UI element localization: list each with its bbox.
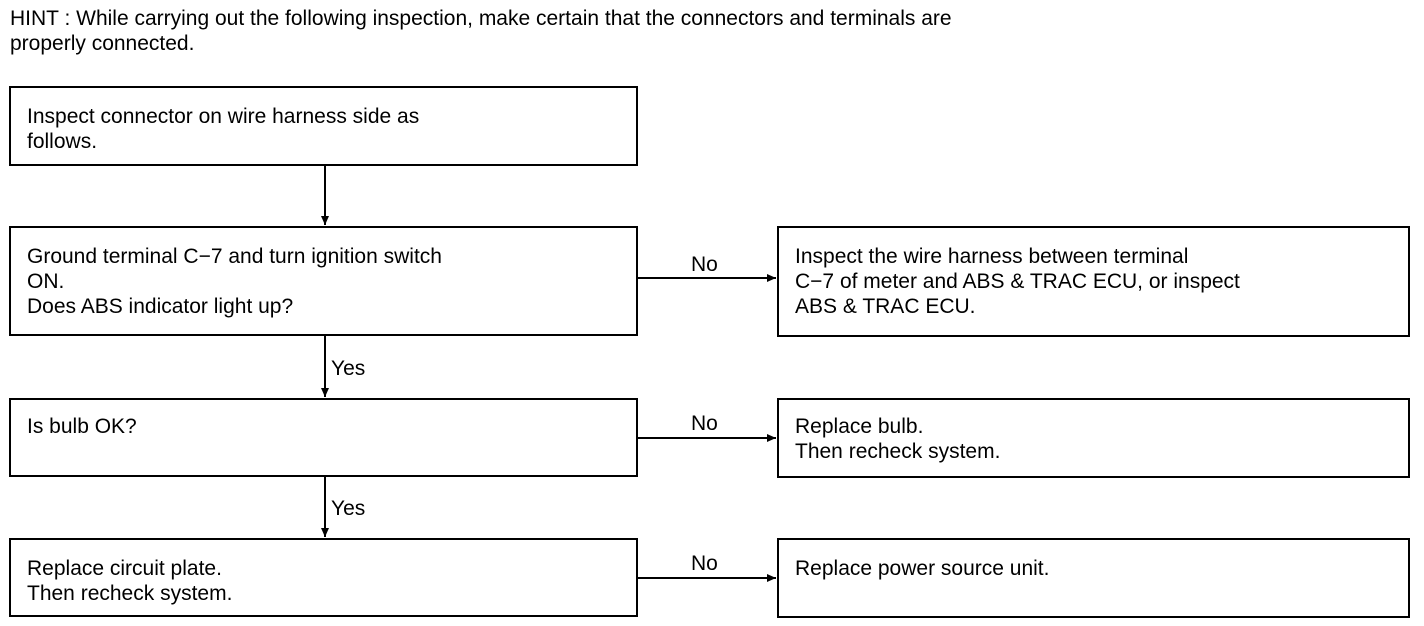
step-2-box: Ground terminal C−7 and turn ignition sw… bbox=[9, 226, 638, 336]
action-2-box: Inspect the wire harness between termina… bbox=[777, 226, 1410, 337]
step-4-line-2: Then recheck system. bbox=[27, 582, 233, 605]
no-label-step-4: No bbox=[691, 552, 718, 575]
step-3-line-1: Is bulb OK? bbox=[27, 415, 137, 438]
step-2-line-2: ON. bbox=[27, 270, 65, 293]
step-2-line-3: Does ABS indicator light up? bbox=[27, 295, 294, 318]
step-2-line-1: Ground terminal C−7 and turn ignition sw… bbox=[27, 245, 442, 268]
step-1-line-1: Inspect connector on wire harness side a… bbox=[27, 105, 420, 128]
action-4-box: Replace power source unit. bbox=[777, 538, 1410, 618]
action-4-line-1: Replace power source unit. bbox=[795, 557, 1050, 580]
no-label-step-2: No bbox=[691, 253, 718, 276]
step-4-box: Replace circuit plate. Then recheck syst… bbox=[9, 538, 638, 617]
step-4-line-1: Replace circuit plate. bbox=[27, 557, 222, 580]
action-2-line-1: Inspect the wire harness between termina… bbox=[795, 245, 1189, 268]
yes-label-step-2: Yes bbox=[331, 357, 366, 380]
step-1-line-2: follows. bbox=[27, 130, 98, 153]
action-3-box: Replace bulb. Then recheck system. bbox=[777, 398, 1410, 478]
step-1-box: Inspect connector on wire harness side a… bbox=[9, 86, 638, 166]
action-2-line-2: C−7 of meter and ABS & TRAC ECU, or insp… bbox=[795, 270, 1240, 293]
hint-line-1: HINT : While carrying out the following … bbox=[10, 7, 952, 30]
step-3-box: Is bulb OK? bbox=[9, 398, 638, 477]
action-3-line-1: Replace bulb. bbox=[795, 415, 924, 438]
action-2-line-3: ABS & TRAC ECU. bbox=[795, 295, 976, 318]
action-3-line-2: Then recheck system. bbox=[795, 440, 1001, 463]
yes-label-step-3: Yes bbox=[331, 497, 366, 520]
hint-text: HINT : While carrying out the following … bbox=[10, 6, 1210, 56]
hint-line-2: properly connected. bbox=[10, 32, 195, 55]
no-label-step-3: No bbox=[691, 412, 718, 435]
